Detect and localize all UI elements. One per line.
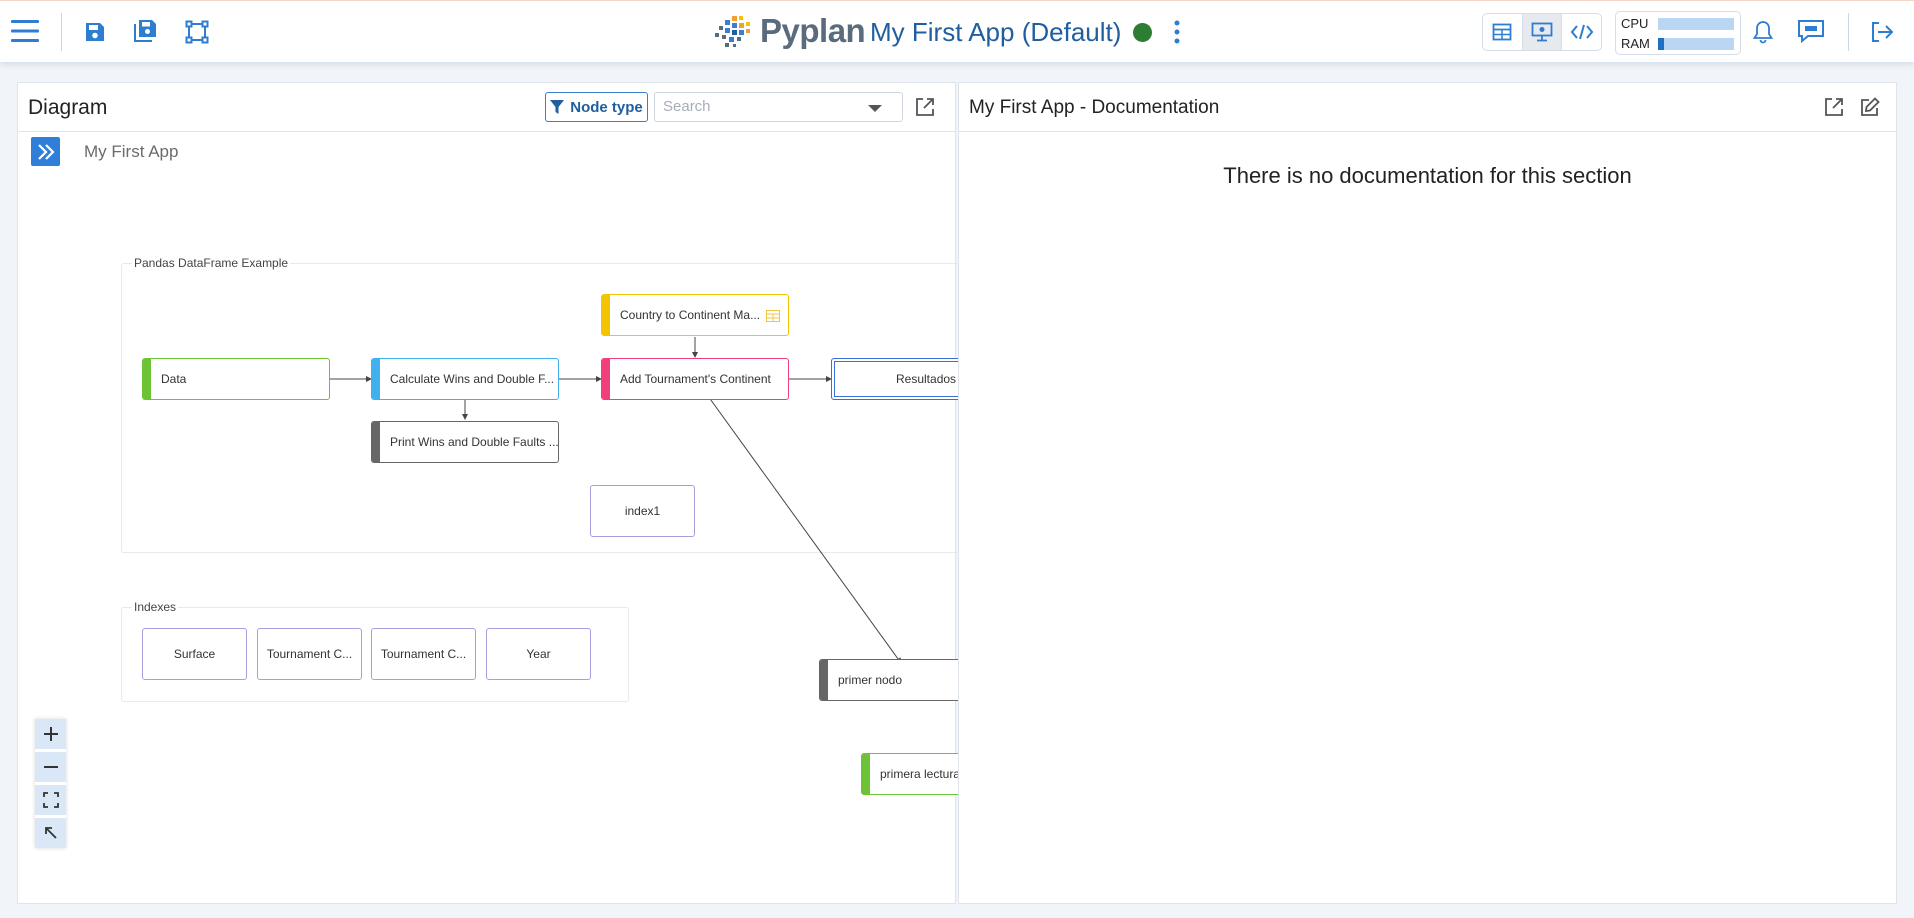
filter-icon [550, 100, 565, 114]
node-label: Print Wins and Double Faults ... [390, 435, 559, 449]
ram-label: RAM [1621, 36, 1650, 51]
diagram-node[interactable]: Country to Continent Ma... [601, 294, 789, 336]
diagram-node[interactable]: index1 [590, 485, 695, 537]
documentation-panel: My First App - Documentation There is no… [958, 82, 1897, 904]
diagram-canvas[interactable]: My First App Pandas DataFrame Example In… [18, 132, 971, 905]
ram-usage-bar [1658, 38, 1734, 50]
node-label: primera lectura [880, 767, 961, 781]
diagram-node[interactable]: Print Wins and Double Faults ... [371, 421, 559, 463]
resource-monitor: CPU RAM [1615, 11, 1741, 55]
documentation-empty-message: There is no documentation for this secti… [1223, 163, 1632, 188]
edit-icon[interactable] [1858, 95, 1882, 119]
node-label: index1 [624, 504, 661, 518]
selection-frame-icon[interactable] [182, 17, 212, 47]
node-label: primer nodo [838, 673, 903, 687]
cpu-usage-bar [1658, 18, 1734, 30]
cpu-label: CPU [1621, 16, 1649, 31]
node-type-filter-button[interactable]: Node type [545, 92, 648, 122]
diagram-panel: Diagram Node type My First App Pandas Da… [17, 82, 971, 904]
table-view-icon[interactable] [1483, 14, 1523, 50]
chevron-down-icon[interactable] [868, 105, 882, 112]
reset-view-icon[interactable] [35, 818, 66, 848]
diagram-title: Diagram [28, 96, 108, 119]
group-indexes[interactable]: Indexes [121, 600, 629, 702]
node-search-dropdown[interactable] [654, 92, 903, 122]
group-label: Pandas DataFrame Example [132, 256, 291, 270]
node-label: Year [526, 647, 551, 661]
code-view-icon[interactable] [1562, 14, 1601, 50]
fit-screen-icon[interactable] [35, 785, 66, 815]
double-chevron-right-icon [37, 143, 55, 160]
diagram-node[interactable]: Year [486, 628, 591, 680]
diagram-node[interactable]: primer nodo [819, 659, 971, 701]
bell-icon[interactable] [1748, 17, 1778, 47]
zoom-out-icon[interactable] [35, 752, 66, 782]
view-mode-switcher [1482, 13, 1602, 51]
table-icon [766, 310, 780, 322]
edge [707, 395, 902, 664]
node-label: Calculate Wins and Double F... [390, 372, 555, 386]
presentation-view-icon[interactable] [1522, 14, 1563, 50]
app-title: My First App (Default) [870, 17, 1122, 47]
diagram-edges [330, 337, 902, 664]
save-all-icon[interactable] [131, 16, 161, 46]
diagram-node[interactable]: Calculate Wins and Double F... [371, 358, 559, 400]
open-external-icon[interactable] [913, 95, 937, 119]
node-label: Country to Continent Ma... [620, 308, 761, 322]
documentation-panel-header: My First App - Documentation [959, 83, 1896, 132]
diagram-node[interactable]: Resultados [831, 358, 971, 400]
pyplan-logo: Pyplan [712, 12, 866, 49]
brand-name: Pyplan [760, 12, 866, 49]
diagram-panel-header: Diagram Node type [18, 83, 955, 132]
more-vertical-icon[interactable] [1165, 17, 1189, 47]
node-label: Surface [173, 647, 216, 661]
pyplan-logo-icon [715, 16, 750, 47]
hamburger-menu-icon[interactable] [8, 14, 42, 48]
toolbar-divider [1848, 13, 1849, 51]
top-toolbar: Pyplan My First App (Default) CPU RAM [0, 0, 1914, 62]
node-label: Data [161, 372, 187, 386]
toolbar-divider [61, 13, 62, 51]
filter-label: Node type [570, 98, 643, 116]
open-external-icon[interactable] [1822, 95, 1846, 119]
diagram-node[interactable]: Tournament C... [257, 628, 362, 680]
node-label: Add Tournament's Continent [620, 372, 771, 386]
save-icon[interactable] [80, 17, 110, 47]
diagram-node[interactable]: Data [142, 358, 330, 400]
logout-icon[interactable] [1867, 17, 1897, 47]
diagram-node[interactable]: Add Tournament's Continent [601, 358, 789, 400]
node-label: Tournament C... [380, 647, 467, 661]
group-pandas-dataframe[interactable]: Pandas DataFrame Example [121, 256, 971, 553]
documentation-title: My First App - Documentation [969, 97, 1220, 118]
status-indicator [1133, 23, 1152, 42]
diagram-node[interactable]: Surface [142, 628, 247, 680]
zoom-controls [35, 719, 66, 848]
search-input[interactable] [661, 97, 865, 116]
chat-icon[interactable] [1794, 16, 1828, 46]
expand-panel-button[interactable] [31, 137, 60, 166]
breadcrumb[interactable]: My First App [84, 142, 179, 161]
node-label: Tournament C... [266, 647, 353, 661]
zoom-in-icon[interactable] [35, 719, 66, 749]
diagram-node[interactable]: Tournament C... [371, 628, 476, 680]
node-label: Resultados [896, 372, 957, 386]
diagram-node[interactable]: primera lectura [861, 753, 971, 795]
group-label: Indexes [132, 600, 179, 614]
